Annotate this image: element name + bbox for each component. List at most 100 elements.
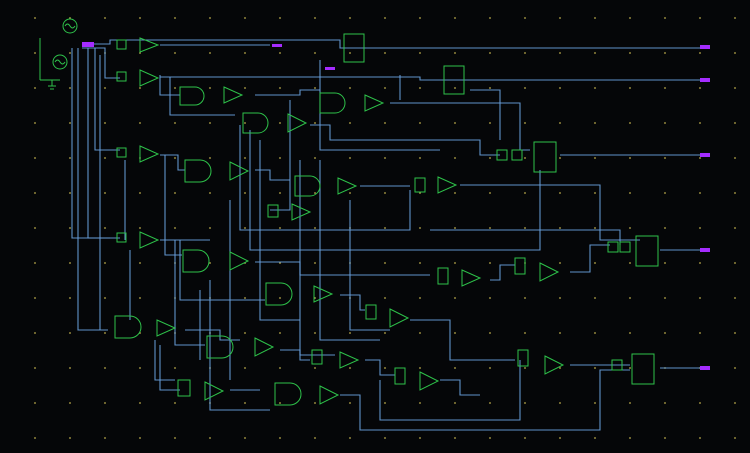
wire[interactable]: [310, 124, 500, 156]
voltage-sources[interactable]: [39, 18, 94, 90]
wire[interactable]: [340, 294, 365, 311]
wire[interactable]: [159, 345, 180, 391]
buffer-gate[interactable]: [116, 69, 160, 87]
buffer-gate[interactable]: [437, 267, 482, 287]
wire[interactable]: [255, 169, 290, 181]
wire[interactable]: [365, 359, 395, 376]
grid-dot: [524, 17, 526, 19]
connector-box[interactable]: [611, 359, 623, 371]
wires[interactable]: [71, 39, 710, 431]
and-gate[interactable]: [265, 282, 334, 306]
wire[interactable]: [340, 369, 630, 431]
connector-box[interactable]: [511, 149, 523, 161]
logic-block[interactable]: [635, 235, 659, 267]
wire[interactable]: [239, 125, 411, 231]
wire[interactable]: [160, 154, 185, 171]
and-gate[interactable]: [319, 92, 385, 114]
wire[interactable]: [185, 329, 240, 341]
buffer-gate[interactable]: [267, 203, 312, 221]
net-label-marker[interactable]: [325, 67, 335, 70]
connector-box[interactable]: [496, 149, 508, 161]
buffer-gate[interactable]: [177, 379, 225, 401]
wire[interactable]: [319, 160, 380, 341]
wire[interactable]: [94, 48, 120, 151]
buffer-gate[interactable]: [414, 176, 458, 194]
wire[interactable]: [179, 240, 265, 301]
wire[interactable]: [169, 77, 235, 116]
wire[interactable]: [319, 60, 440, 151]
wire[interactable]: [410, 319, 515, 361]
net-label-marker[interactable]: [272, 44, 282, 47]
and-gate[interactable]: [206, 335, 275, 359]
and-gate[interactable]: [294, 175, 358, 197]
wire[interactable]: [255, 261, 430, 276]
connector-box[interactable]: [619, 241, 631, 253]
wire[interactable]: [159, 75, 180, 96]
wire[interactable]: [270, 100, 291, 211]
buffer-gate[interactable]: [365, 304, 410, 328]
input-port[interactable]: [82, 42, 94, 47]
wire[interactable]: [440, 379, 480, 396]
wire[interactable]: [164, 155, 182, 256]
wire[interactable]: [570, 244, 610, 273]
output-port[interactable]: [700, 153, 710, 157]
wire[interactable]: [249, 130, 541, 251]
grid-dot: [454, 122, 456, 124]
wire[interactable]: [77, 48, 108, 331]
buffer-gate[interactable]: [311, 349, 360, 369]
grid-dot: [314, 297, 316, 299]
wire[interactable]: [470, 89, 501, 140]
grid-dot: [559, 402, 561, 404]
and-gate[interactable]: [184, 159, 250, 183]
and-gate[interactable]: [242, 112, 308, 134]
source-1-symbol[interactable]: [62, 18, 78, 34]
logic-block[interactable]: [631, 353, 655, 385]
wire[interactable]: [299, 160, 310, 361]
buffer-gate[interactable]: [394, 367, 440, 391]
buffer-gate[interactable]: [514, 257, 560, 282]
output-port[interactable]: [700, 248, 710, 252]
buffer-gate[interactable]: [116, 231, 160, 249]
wire[interactable]: [174, 240, 205, 346]
wire[interactable]: [349, 200, 390, 331]
output-port[interactable]: [700, 78, 710, 82]
wire[interactable]: [82, 47, 120, 79]
wire[interactable]: [259, 140, 300, 321]
wire[interactable]: [209, 280, 270, 411]
connector-box[interactable]: [607, 241, 619, 253]
wire[interactable]: [430, 229, 621, 245]
wire[interactable]: [160, 76, 710, 81]
buffer-gate[interactable]: [116, 37, 160, 53]
wire[interactable]: [390, 102, 530, 151]
logic-block[interactable]: [443, 65, 465, 95]
gates[interactable]: [114, 37, 565, 406]
logic-block[interactable]: [533, 141, 557, 173]
output-port[interactable]: [700, 45, 710, 49]
grid-dot: [594, 122, 596, 124]
and-gate[interactable]: [179, 86, 244, 106]
output-port[interactable]: [700, 366, 710, 370]
wire[interactable]: [71, 48, 110, 239]
buffer-gate[interactable]: [517, 349, 565, 375]
wire[interactable]: [87, 48, 120, 239]
wire[interactable]: [154, 340, 175, 381]
logic-block[interactable]: [343, 33, 365, 63]
wire[interactable]: [255, 89, 320, 96]
grid-dot: [594, 402, 596, 404]
wire[interactable]: [280, 349, 335, 356]
buffer-gate[interactable]: [116, 145, 160, 163]
sine-icon: [54, 59, 66, 65]
output-ports[interactable]: [272, 44, 710, 370]
and-gate[interactable]: [182, 249, 250, 273]
function-blocks[interactable]: [343, 33, 659, 385]
and-gate[interactable]: [114, 315, 177, 339]
source-2-symbol[interactable]: [52, 54, 68, 70]
wire[interactable]: [490, 264, 515, 281]
wire[interactable]: [82, 39, 710, 49]
and-gate[interactable]: [274, 382, 340, 406]
wire[interactable]: [460, 184, 640, 241]
wire[interactable]: [379, 360, 521, 421]
grid-dot: [209, 262, 211, 264]
